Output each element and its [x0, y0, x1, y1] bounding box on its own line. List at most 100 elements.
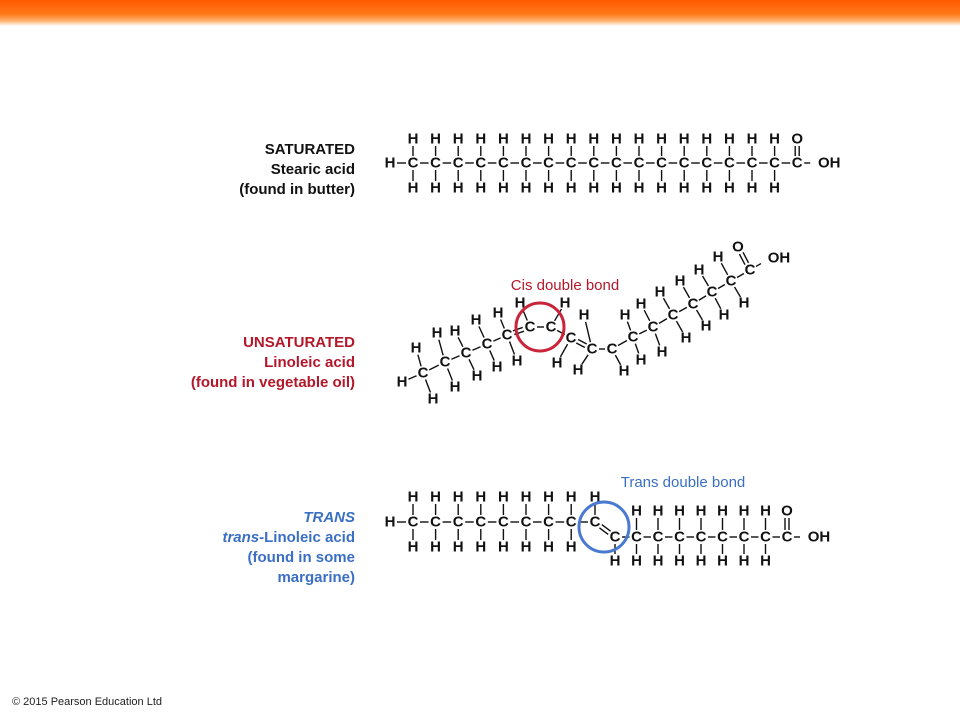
single-bond: [500, 319, 505, 329]
single-bond: [638, 329, 648, 335]
hydrogen-atom: H: [631, 503, 642, 520]
carbon-atom: C: [631, 529, 642, 546]
hydrogen-atom: H: [760, 553, 771, 570]
hydrogen-atom: H: [739, 503, 750, 520]
single-bond: [717, 283, 726, 290]
hydrogen-atom: H: [493, 305, 504, 322]
double-bond: [738, 253, 746, 266]
carbon-atom: C: [696, 529, 707, 546]
single-bond: [428, 364, 440, 371]
carbon-atom: C: [543, 155, 554, 172]
hydrogen-atom: H: [521, 131, 532, 148]
hydrogen-atom: H: [453, 489, 464, 506]
oxygen-atom: O: [781, 503, 793, 520]
hydrogen-atom: H: [543, 131, 554, 148]
hydrogen-atom: H: [653, 503, 664, 520]
carbon-atom: C: [521, 155, 532, 172]
trans-source-line2: margarine): [277, 569, 355, 586]
hydrogen-atom: H: [590, 489, 601, 506]
single-bond: [634, 343, 640, 354]
hydrogen-atom: H: [512, 353, 523, 370]
hydrogen-atom: H: [655, 284, 666, 301]
hydrogen-atom: H: [430, 489, 441, 506]
hydrogen-atom: H: [430, 131, 441, 148]
hydrogen-atom: H: [579, 307, 590, 324]
hydrogen-atom: H: [653, 553, 664, 570]
cis-bond-circle: [514, 301, 566, 353]
hydrogen-atom: H: [674, 503, 685, 520]
single-bond: [720, 262, 729, 276]
single-bond: [451, 355, 460, 360]
carbon-atom: C: [648, 319, 659, 336]
hydrogen-atom: H: [408, 539, 419, 556]
carbon-atom: C: [588, 155, 599, 172]
carbon-atom: C: [668, 307, 679, 324]
single-bond: [755, 262, 762, 268]
carbon-atom: C: [566, 330, 577, 347]
hydrogen-atom: H: [498, 180, 509, 197]
carbon-atom: C: [792, 155, 803, 172]
hydrogen-atom: H: [475, 539, 486, 556]
single-bond: [489, 350, 495, 361]
hydrogen-atom: H: [453, 180, 464, 197]
hydrogen-atom: H: [675, 273, 686, 290]
carbon-atom: C: [679, 155, 690, 172]
hydrogen-atom: H: [543, 539, 554, 556]
single-bond: [682, 286, 691, 299]
hydrogen-atom: H: [696, 503, 707, 520]
hydrogen-atom: H: [636, 296, 647, 313]
hydrogen-atom: H: [611, 131, 622, 148]
hydrogen-atom: H: [588, 131, 599, 148]
hydrogen-atom: H: [472, 368, 483, 385]
hydrogen-atom: H: [739, 295, 750, 312]
single-bond: [695, 309, 704, 321]
trans-category: TRANS: [303, 509, 355, 526]
hydrogen-atom: H: [560, 295, 571, 312]
hydrogen-atom: H: [498, 131, 509, 148]
double-bond: [575, 342, 586, 349]
saturated-category: SATURATED: [264, 141, 355, 158]
carbon-atom: C: [498, 514, 509, 531]
carbon-atom: C: [408, 514, 419, 531]
hydrogen-atom: H: [566, 180, 577, 197]
carbon-atom: C: [688, 296, 699, 313]
hydrogen-atom: H: [724, 180, 735, 197]
carbon-atom: C: [475, 514, 486, 531]
carbon-atom: C: [674, 529, 685, 546]
hydrogen-atom: H: [679, 131, 690, 148]
hydrogen-atom: H: [566, 489, 577, 506]
double-bond: [742, 251, 750, 264]
carbon-atom: C: [440, 354, 451, 371]
carbon-atom: C: [707, 284, 718, 301]
hydrogen-atom: H: [717, 503, 728, 520]
hydroxyl-group: OH: [768, 250, 791, 267]
saturated-source: (found in butter): [239, 181, 355, 198]
carbon-atom: C: [461, 345, 472, 362]
hydrogen-atom: H: [769, 180, 780, 197]
hydrogen-atom: H: [397, 374, 408, 391]
single-bond: [408, 375, 417, 380]
hydrogen-atom: H: [475, 131, 486, 148]
hydrogen-atom: H: [453, 539, 464, 556]
hydrogen-atom: H: [573, 362, 584, 379]
carbon-atom: C: [653, 529, 664, 546]
trans-source-line1: (found in some: [247, 549, 356, 566]
saturated-label: SATURATED Stearic acid (found in butter): [155, 140, 355, 200]
hydrogen-atom: H: [611, 180, 622, 197]
unsaturated-source: (found in vegetable oil): [190, 374, 355, 391]
hydrogen-atom: H: [588, 180, 599, 197]
trans-double-bond-label: Trans double bond: [621, 474, 746, 491]
hydrogen-atom: H: [674, 553, 685, 570]
carbon-atom: C: [543, 514, 554, 531]
carbon-atom: C: [482, 336, 493, 353]
single-bond: [493, 337, 501, 342]
single-bond: [446, 368, 454, 381]
carbon-atom: C: [590, 514, 601, 531]
single-bond: [733, 286, 742, 298]
hydrogen-atom: H: [679, 180, 690, 197]
hydrogen-atom: H: [769, 131, 780, 148]
carbon-atom: C: [656, 155, 667, 172]
carbon-atom: C: [566, 155, 577, 172]
hydrogen-atom: H: [636, 352, 647, 369]
